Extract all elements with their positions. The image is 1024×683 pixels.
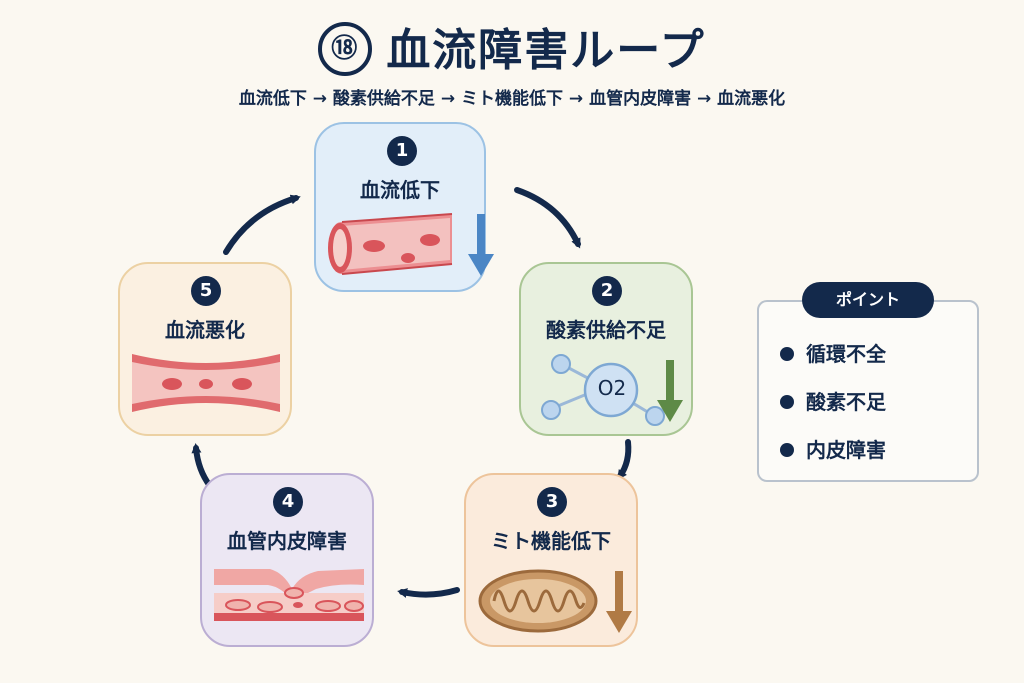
point-item: 循環不全 <box>780 338 886 367</box>
step-label: 血流悪化 <box>165 318 245 342</box>
step-number-badge: 1 <box>387 136 417 166</box>
decrease-arrow-icon <box>657 360 683 422</box>
decrease-arrow-icon <box>606 571 632 633</box>
arrow-5-to-1 <box>223 194 301 255</box>
points-heading: ポイント <box>802 282 934 318</box>
decrease-arrow-icon <box>468 214 494 276</box>
step-label: 血管内皮障害 <box>227 529 347 553</box>
step-number-badge: 5 <box>191 276 221 306</box>
narrowed-vessel-icon <box>132 354 280 412</box>
step-label: 血流低下 <box>360 178 440 202</box>
bullet-icon <box>780 442 794 457</box>
points-box <box>757 300 979 482</box>
blood-vessel-icon <box>328 213 453 275</box>
arrow-2-to-3 <box>617 439 632 481</box>
step-number-badge: 3 <box>537 487 567 517</box>
point-item: 内皮障害 <box>780 434 886 463</box>
point-item: 酸素不足 <box>780 386 886 415</box>
oxygen-molecule-icon <box>541 354 665 426</box>
step-card-2: 2 酸素供給不足 O2 <box>519 262 693 436</box>
flow-summary: 血流低下 → 酸素供給不足 → ミト機能低下 → 血管内皮障害 → 血流悪化 <box>238 89 786 109</box>
point-text: 循環不全 <box>806 342 886 366</box>
arrow-3-to-4 <box>397 587 460 598</box>
point-text: 内皮障害 <box>806 438 886 462</box>
step-number-badge: 4 <box>273 487 303 517</box>
arrow-4-to-5 <box>191 443 213 489</box>
bullet-icon <box>780 394 794 409</box>
title-number: ⑱ <box>318 22 373 76</box>
step-label: ミト機能低下 <box>491 529 611 553</box>
title-text: 血流障害ループ <box>386 25 706 76</box>
arrow-1-to-2 <box>514 187 581 249</box>
bullet-icon <box>780 346 794 361</box>
step-card-5: 5 血流悪化 <box>118 262 292 436</box>
oxygen-label: O2 <box>597 376 627 400</box>
page-title: ⑱ 血流障害ループ <box>0 14 1024 80</box>
step-card-4: 4 血管内皮障害 <box>200 473 374 647</box>
point-text: 酸素不足 <box>806 390 886 414</box>
step-number-badge: 2 <box>592 276 622 306</box>
step-card-1: 1 血流低下 <box>314 122 494 292</box>
step-card-3: 3 ミト機能低下 <box>464 473 638 647</box>
step-label: 酸素供給不足 <box>546 318 666 342</box>
damaged-endothelium-icon <box>214 569 364 621</box>
mitochondria-icon <box>478 569 598 633</box>
